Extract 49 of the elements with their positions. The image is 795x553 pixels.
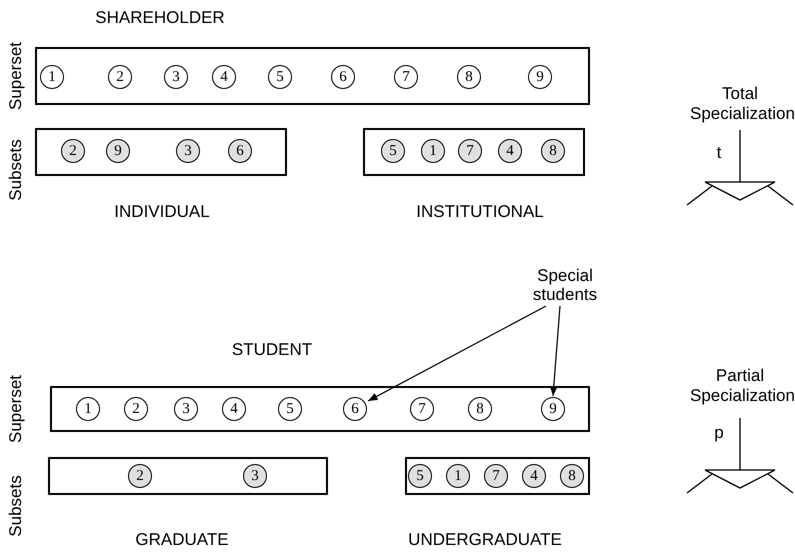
- element-circle: 1: [421, 139, 445, 163]
- element-circle: 7: [410, 397, 434, 421]
- element-circle: 6: [228, 139, 252, 163]
- element-circle: 5: [268, 65, 292, 89]
- symbol-letter: t: [716, 143, 722, 163]
- element-circle: 3: [164, 65, 188, 89]
- element-circle: 5: [408, 464, 432, 488]
- annotation-text: Special students: [525, 266, 605, 304]
- element-circle: 5: [278, 397, 302, 421]
- element-circle: 1: [76, 397, 100, 421]
- element-circle: 9: [106, 139, 130, 163]
- symbol-letter: p: [713, 423, 725, 443]
- set-name: UNDERGRADUATE: [408, 530, 562, 550]
- element-circle: 8: [468, 397, 492, 421]
- element-circle: 9: [541, 397, 565, 421]
- element-circle: 7: [458, 139, 482, 163]
- element-circle: 8: [457, 65, 481, 89]
- element-circle: 7: [484, 464, 508, 488]
- element-circle: 5: [381, 139, 405, 163]
- element-circle: 8: [541, 139, 565, 163]
- set-name: INDIVIDUAL: [114, 202, 210, 222]
- element-circle: 6: [343, 397, 367, 421]
- leader-arrow: [550, 306, 561, 396]
- element-circle: 1: [40, 65, 64, 89]
- leader-arrow: [368, 305, 546, 402]
- axis-caption: Superset: [6, 374, 26, 444]
- element-circle: 2: [128, 464, 152, 488]
- axis-caption: Subsets: [6, 139, 26, 201]
- element-circle: 6: [331, 65, 355, 89]
- element-circle: 8: [560, 464, 584, 488]
- element-circle: 1: [446, 464, 470, 488]
- element-circle: 3: [174, 397, 198, 421]
- set-name: INSTITUTIONAL: [416, 202, 544, 222]
- set-name: STUDENT: [232, 340, 312, 360]
- axis-caption: Subsets: [6, 475, 26, 537]
- set-name: SHAREHOLDER: [95, 8, 225, 28]
- element-circle: 3: [243, 464, 267, 488]
- element-circle: 4: [222, 397, 246, 421]
- set-name: GRADUATE: [135, 530, 229, 550]
- element-circle: 2: [124, 397, 148, 421]
- element-circle: 2: [61, 139, 85, 163]
- element-circle: 4: [522, 464, 546, 488]
- element-circle: 3: [176, 139, 200, 163]
- axis-caption: Superset: [6, 42, 26, 110]
- element-circle: 4: [212, 65, 236, 89]
- element-circle: 7: [394, 65, 418, 89]
- element-circle: 9: [528, 65, 552, 89]
- element-circle: 4: [498, 139, 522, 163]
- element-circle: 2: [108, 65, 132, 89]
